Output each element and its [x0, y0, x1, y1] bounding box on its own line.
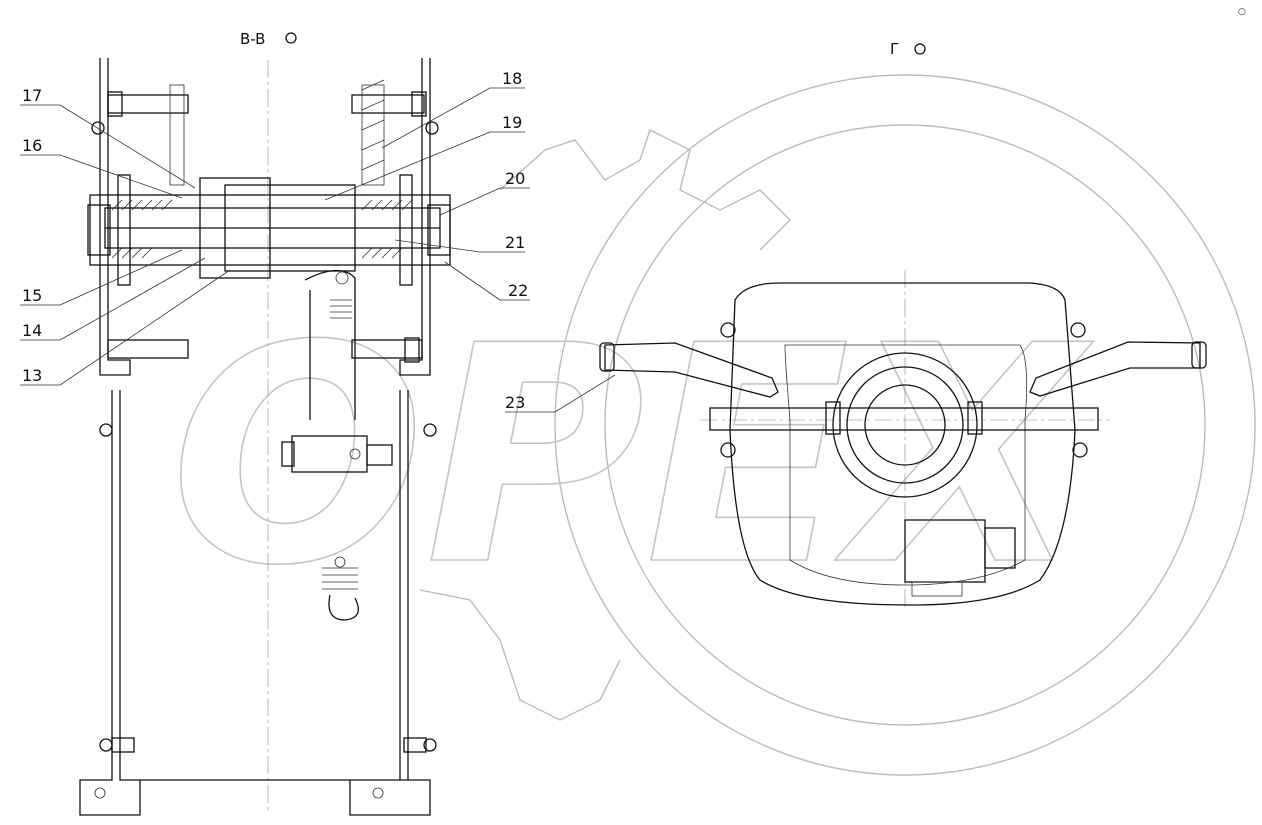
right-view-mark-icon: [914, 43, 926, 55]
callout-21: 21: [505, 233, 525, 252]
watermark-gear: OPEX: [169, 74, 1256, 776]
callout-14: 14: [22, 321, 42, 340]
callout-15: 15: [22, 286, 42, 305]
callout-18: 18: [502, 69, 522, 88]
callout-13: 13: [22, 366, 42, 385]
right-view-title: Г: [890, 40, 899, 58]
callout-20: 20: [505, 169, 525, 188]
callout-19: 19: [502, 113, 522, 132]
watermark-text: OPEX: [170, 282, 1094, 631]
callout-22: 22: [508, 281, 528, 300]
callout-17: 17: [22, 86, 42, 105]
callout-23: 23: [505, 393, 525, 412]
left-view-title: B-B: [240, 30, 265, 48]
section-view-bb: [20, 58, 616, 816]
left-view-mark-icon: [285, 32, 297, 44]
view-g: [599, 270, 1207, 610]
callout-16: 16: [22, 136, 42, 155]
corner-mark: ○: [1238, 7, 1246, 17]
